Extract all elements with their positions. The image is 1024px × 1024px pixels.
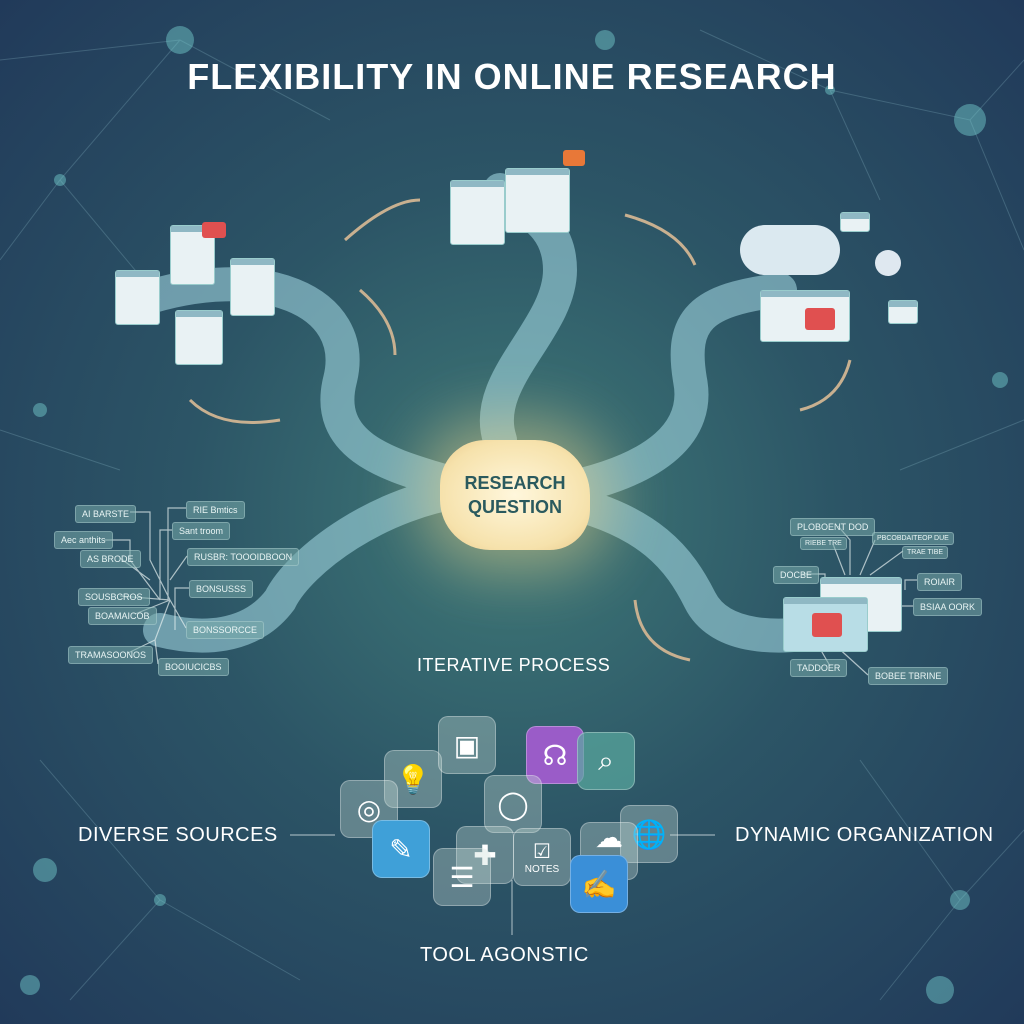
video-icon <box>805 308 835 330</box>
cycle-arrows <box>188 198 852 662</box>
web-page-thumbnail <box>230 258 275 316</box>
tool-agnostic-label: TOOL AGONSTIC <box>420 944 589 966</box>
microphone-icon <box>875 250 901 276</box>
web-page-thumbnail <box>175 310 223 365</box>
source-tag: BOOIUCICBS <box>158 658 229 676</box>
source-tag: Sant troom <box>172 522 231 540</box>
web-page-thumbnail <box>115 270 160 325</box>
diverse-sources-label: DIVERSE SOURCES <box>78 824 278 846</box>
source-tag: RUSBR: TOOOIDBOON <box>187 548 300 566</box>
video-play-icon <box>812 613 842 637</box>
org-tag: TADDOER <box>790 659 848 677</box>
chat-bubble-icon <box>840 212 870 232</box>
org-tag: RIEBE TRE <box>800 537 847 550</box>
org-tag: BOBEE TBRINE <box>868 667 949 685</box>
notes-icon: ☑NOTES <box>513 828 571 886</box>
chat-bubble-icon <box>888 300 918 324</box>
dynamic-organization-label: DYNAMIC ORGANIZATION <box>735 824 994 846</box>
org-tag: TRAE TIBE <box>902 546 949 559</box>
edit-document-icon: ✍ <box>570 855 628 913</box>
lightbulb-icon: 💡 <box>384 750 442 808</box>
web-page-thumbnail <box>170 225 215 285</box>
org-tag: PLOBOENT DOD <box>790 518 876 536</box>
iterative-process-label: ITERATIVE PROCESS <box>417 655 611 675</box>
globe-icon: 🌐 <box>620 805 678 863</box>
research-question-node: RESEARCH QUESTION <box>440 440 590 550</box>
microphone-icon: ☊ <box>526 726 584 784</box>
iterative-roads <box>123 173 847 653</box>
org-tag: BSIAA OORK <box>913 598 983 616</box>
pen-loop-icon: ◯ <box>484 775 542 833</box>
source-tag: RIE Bmtics <box>186 501 245 519</box>
notes-label: NOTES <box>524 864 560 875</box>
notepad-icon: ☰ <box>433 848 491 906</box>
tool-connectors <box>290 834 715 935</box>
org-tag: DOCBE <box>773 566 820 584</box>
source-tag: AS BRODE <box>80 550 141 568</box>
source-tag: BOAMAICOB <box>88 607 157 625</box>
pencil-icon: ✎ <box>372 820 430 878</box>
document-icon: ▣ <box>438 716 496 774</box>
web-page-thumbnail <box>505 168 570 233</box>
org-tag: ROIAIR <box>917 573 963 591</box>
source-tag: Aec anthits <box>54 531 113 549</box>
web-page-thumbnail <box>450 180 505 245</box>
source-tag: AI BARSTE <box>75 505 137 523</box>
video-icon <box>202 222 226 238</box>
source-tag: TRAMASOONOS <box>68 646 154 664</box>
org-tag: PBCOBDAITEOP DUE <box>872 532 954 545</box>
chat-bubble-icon <box>563 150 585 166</box>
source-tag: SOUSBCROS <box>78 588 150 606</box>
cloud-icon <box>740 225 840 275</box>
research-question-label: RESEARCH QUESTION <box>464 473 566 517</box>
search-icon: ⌕ <box>577 732 635 790</box>
page-title: FLEXIBILITY IN ONLINE RESEARCH <box>187 56 837 97</box>
source-tag: BONSUSSS <box>189 580 254 598</box>
source-tag: BONSSORCCE <box>186 621 265 639</box>
